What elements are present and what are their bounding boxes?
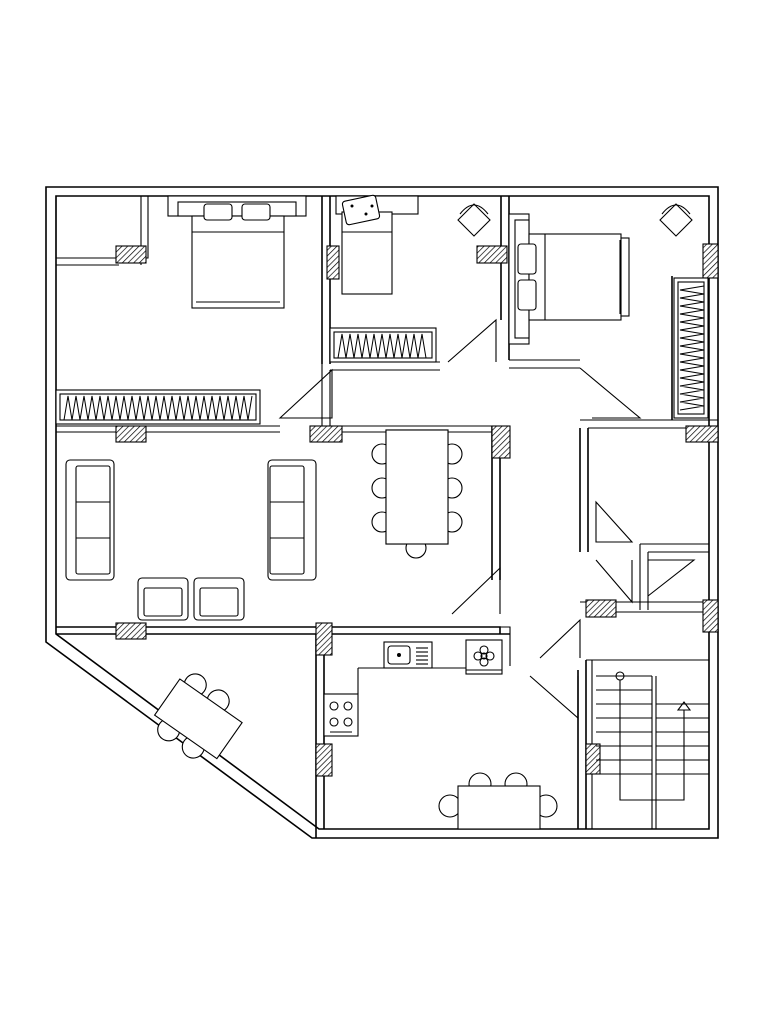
kitchen	[323, 639, 558, 830]
stairs[interactable]	[592, 671, 709, 829]
double-bed[interactable]	[167, 195, 307, 309]
bedroom-2	[329, 194, 491, 363]
single-bed[interactable]	[335, 194, 419, 295]
wardrobe[interactable]	[329, 327, 437, 363]
armchair[interactable]	[137, 577, 189, 621]
wardrobe[interactable]	[55, 389, 261, 425]
stove[interactable]	[323, 693, 359, 737]
sink[interactable]	[383, 641, 433, 669]
dining-table[interactable]	[438, 772, 558, 830]
stairwell	[592, 671, 709, 829]
living-room	[65, 429, 463, 621]
chair[interactable]	[457, 203, 491, 237]
terrace	[146, 667, 251, 771]
washing-machine[interactable]	[465, 639, 503, 675]
doors	[278, 318, 696, 720]
chair[interactable]	[659, 203, 693, 237]
sofa[interactable]	[65, 459, 115, 581]
dining-table[interactable]	[371, 429, 463, 559]
armchair[interactable]	[193, 577, 245, 621]
sofa[interactable]	[267, 459, 317, 581]
bedroom-3	[508, 203, 709, 419]
bedroom-1	[55, 195, 307, 425]
round-table[interactable]	[146, 667, 251, 771]
wardrobe[interactable]	[673, 277, 709, 419]
double-bed[interactable]	[508, 213, 630, 345]
pillars	[115, 243, 719, 777]
